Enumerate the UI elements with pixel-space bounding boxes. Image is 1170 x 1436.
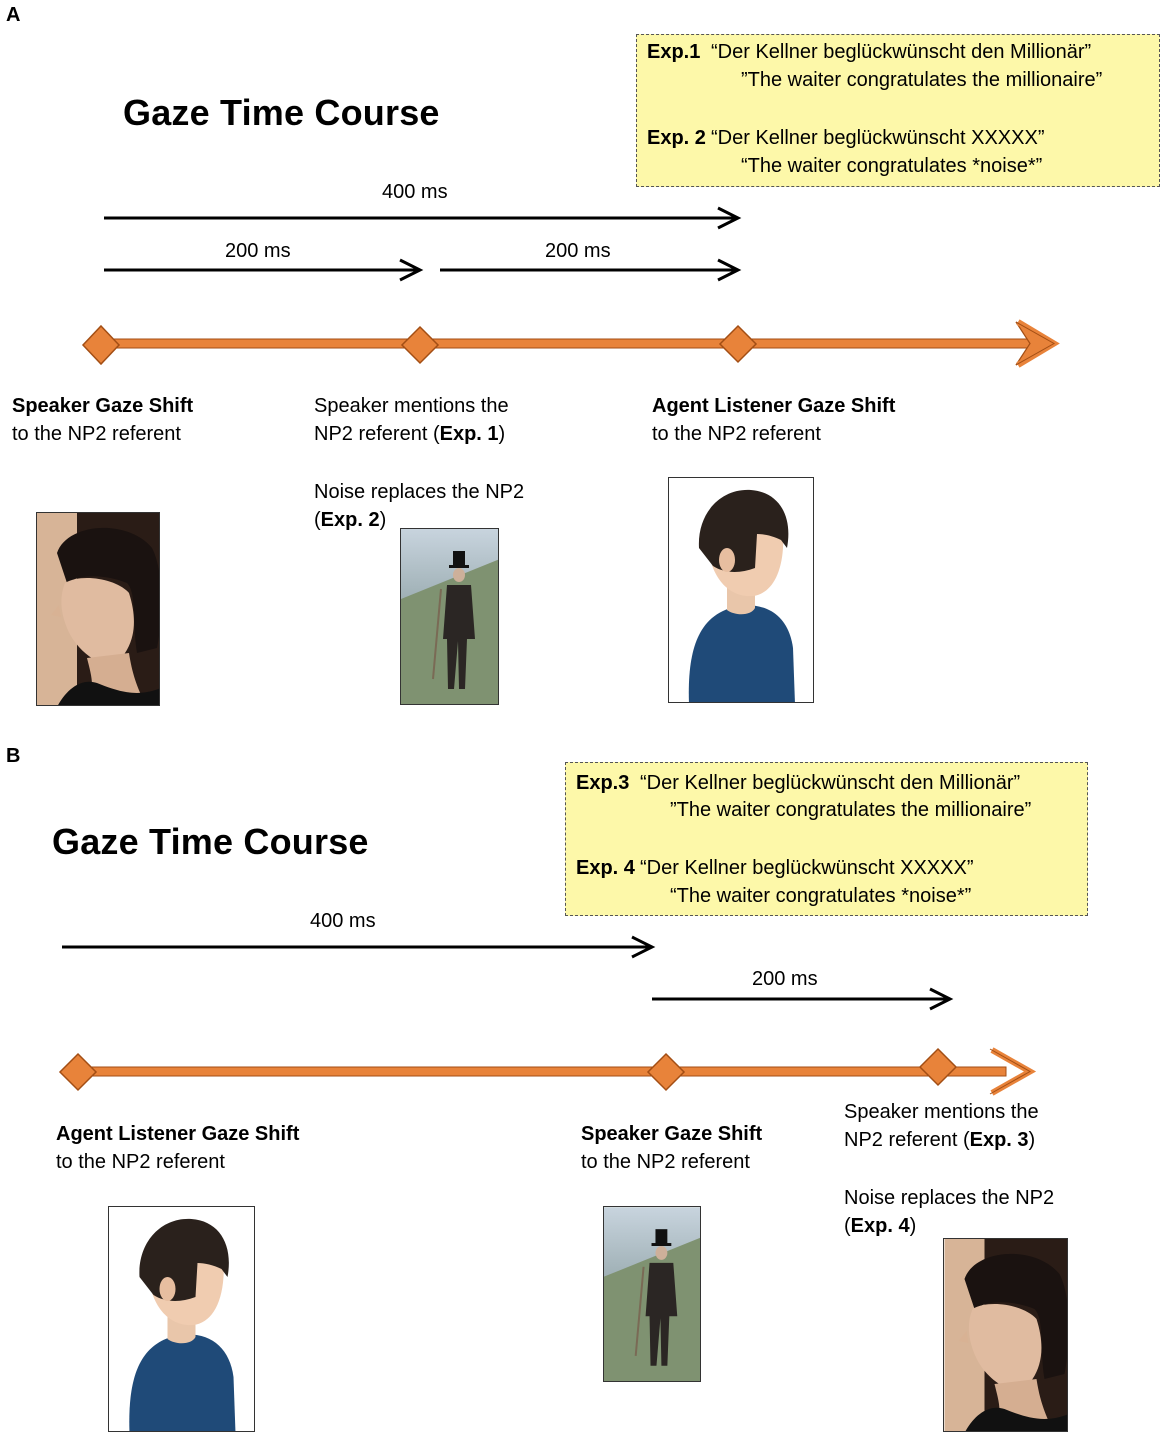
panel-b-event-1-detail: to the NP2 referent <box>56 1151 225 1173</box>
exp2-label: Exp. 2 <box>647 127 706 149</box>
panel-b-noise-exp: Exp. 4 <box>850 1215 910 1237</box>
timeline-b-marker-1 <box>58 1052 98 1092</box>
panel-a-event-1-detail: to the NP2 referent <box>12 423 181 445</box>
panel-a-200ms-left-label: 200 ms <box>225 240 291 262</box>
panel-b-noise-pre: ( <box>844 1215 851 1237</box>
panel-b-millionaire-photo <box>603 1206 701 1382</box>
panel-b-agent-photo <box>108 1206 255 1432</box>
panel-a-noise-note: Noise replaces the NP2 (Exp. 2) <box>314 478 524 534</box>
panel-b-event-1-title: Agent Listener Gaze Shift <box>56 1123 300 1145</box>
panel-a-400ms-label: 400 ms <box>382 181 448 203</box>
panel-b-speaker-photo <box>943 1238 1068 1432</box>
panel-a-title: Gaze Time Course <box>123 92 440 133</box>
panel-a-event-1-title: Speaker Gaze Shift <box>12 395 194 417</box>
panel-a-event-3-detail: to the NP2 referent <box>652 423 821 445</box>
timeline-a-marker-2 <box>400 325 440 365</box>
panel-b-event-3: Speaker mentions the NP2 referent (Exp. … <box>844 1098 1039 1154</box>
arrowhead-a-200ms-right <box>717 258 742 282</box>
exp4-label: Exp. 4 <box>576 857 635 879</box>
panel-b-letter: B <box>6 745 21 767</box>
exp1-english-sentence: ”The waiter congratulates the millionair… <box>741 69 1103 91</box>
panel-b-event-2: Speaker Gaze Shift to the NP2 referent <box>581 1120 762 1176</box>
panel-a-speaker-photo <box>36 512 160 706</box>
arrowhead-a-400ms <box>717 206 742 230</box>
exp3-german-sentence: “Der Kellner beglückwünscht den Millionä… <box>640 772 1021 794</box>
panel-b-event-3-line1: Speaker mentions the <box>844 1101 1039 1123</box>
panel-a-event-2-line2-post: ) <box>498 423 506 445</box>
timeline-a <box>99 319 1060 368</box>
panel-b-event-3-line2-pre: NP2 referent ( <box>844 1129 970 1151</box>
panel-a-event-2-line1: Speaker mentions the <box>314 395 509 417</box>
arrowhead-b-200ms <box>929 987 954 1011</box>
timeline-a-marker-3 <box>718 324 758 364</box>
exp2-english-sentence: “The waiter congratulates *noise*” <box>741 155 1043 177</box>
panel-b-sentence-box: Exp.3 “Der Kellner beglückwünscht den Mi… <box>565 762 1088 916</box>
panel-a-200ms-right-label: 200 ms <box>545 240 611 262</box>
panel-b-title: Gaze Time Course <box>52 821 369 862</box>
panel-a-noise-pre: ( <box>314 509 321 531</box>
exp2-german-sentence: “Der Kellner beglückwünscht XXXXX” <box>711 127 1045 149</box>
panel-b-noise-post: ) <box>909 1215 917 1237</box>
timeline-b <box>77 1047 1037 1096</box>
timeline-b-marker-2 <box>646 1052 686 1092</box>
exp1-label: Exp.1 <box>647 41 701 63</box>
panel-b-event-1: Agent Listener Gaze Shift to the NP2 ref… <box>56 1120 299 1176</box>
panel-a-event-1: Speaker Gaze Shift to the NP2 referent <box>12 392 193 448</box>
panel-a-noise-line1: Noise replaces the NP2 <box>314 481 525 503</box>
panel-a-event-3: Agent Listener Gaze Shift to the NP2 ref… <box>652 392 895 448</box>
panel-b-200ms-label: 200 ms <box>752 968 818 990</box>
arrowhead-b-400ms <box>631 935 656 959</box>
panel-b-400ms-label: 400 ms <box>310 910 376 932</box>
panel-b-event-2-title: Speaker Gaze Shift <box>581 1123 763 1145</box>
exp4-english-sentence: “The waiter congratulates *noise*” <box>670 885 972 907</box>
exp1-german-sentence: “Der Kellner beglückwünscht den Millionä… <box>711 41 1092 63</box>
panel-b-noise-line1: Noise replaces the NP2 <box>844 1187 1055 1209</box>
panel-b-event-2-detail: to the NP2 referent <box>581 1151 750 1173</box>
panel-a-event-2-line2-pre: NP2 referent ( <box>314 423 440 445</box>
panel-b-noise-note: Noise replaces the NP2 (Exp. 4) <box>844 1184 1054 1240</box>
panel-b-event-3-exp: Exp. 3 <box>969 1129 1029 1151</box>
panel-a-millionaire-photo <box>400 528 499 705</box>
panel-a-noise-exp: Exp. 2 <box>320 509 380 531</box>
exp3-english-sentence: ”The waiter congratulates the millionair… <box>670 799 1032 821</box>
panel-a-event-3-title: Agent Listener Gaze Shift <box>652 395 896 417</box>
panel-a-letter: A <box>6 4 21 26</box>
panel-a-sentence-box: Exp.1 “Der Kellner beglückwünscht den Mi… <box>636 34 1160 187</box>
panel-b-event-3-line2-post: ) <box>1028 1129 1036 1151</box>
exp4-german-sentence: “Der Kellner beglückwünscht XXXXX” <box>640 857 974 879</box>
panel-a-noise-post: ) <box>379 509 387 531</box>
exp3-label: Exp.3 <box>576 772 630 794</box>
panel-a-event-2-exp: Exp. 1 <box>439 423 499 445</box>
timeline-b-marker-3 <box>918 1047 958 1087</box>
arrowhead-a-200ms-left <box>399 258 424 282</box>
panel-a-agent-photo <box>668 477 814 703</box>
timeline-a-marker-1 <box>81 324 121 366</box>
panel-a-event-2: Speaker mentions the NP2 referent (Exp. … <box>314 392 509 448</box>
